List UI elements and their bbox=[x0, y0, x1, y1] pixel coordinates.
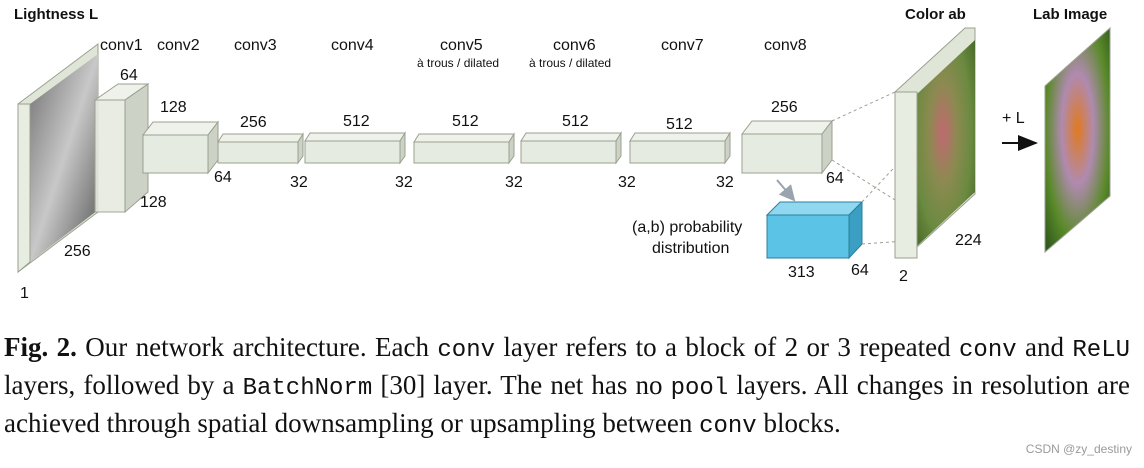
layer-name-conv3: conv3 bbox=[234, 37, 277, 54]
watermark: CSDN @zy_destiny bbox=[1026, 442, 1132, 456]
layer-name-conv7: conv7 bbox=[661, 37, 704, 54]
caption-code-batchnorm: BatchNorm bbox=[243, 375, 373, 402]
size-conv3: 32 bbox=[290, 174, 308, 191]
layer-name-conv2: conv2 bbox=[157, 37, 200, 54]
layer-name-conv4: conv4 bbox=[331, 37, 374, 54]
distribution-label-line1: (a,b) probability bbox=[632, 219, 742, 236]
channels-conv7: 512 bbox=[666, 116, 693, 133]
size-conv7: 32 bbox=[716, 174, 734, 191]
output-size-label: 224 bbox=[955, 232, 982, 249]
input-size-label: 256 bbox=[64, 243, 91, 260]
layer-name-conv6: conv6 bbox=[553, 37, 596, 54]
conv5-block bbox=[414, 134, 514, 163]
conv2-block bbox=[143, 122, 218, 173]
distribution-width-label: 313 bbox=[788, 264, 815, 281]
caption-text-3: and bbox=[1017, 332, 1073, 362]
caption-code-pool: pool bbox=[671, 375, 729, 402]
caption-code-conv-3: conv bbox=[699, 413, 757, 440]
architecture-diagram: Lightness L Color ab Lab Image bbox=[0, 0, 1144, 320]
caption-code-conv-1: conv bbox=[437, 337, 495, 364]
caption-text-1: Our network architecture. Each bbox=[77, 332, 438, 362]
layer-name-conv5: conv5 bbox=[440, 37, 483, 54]
plus-l-label: + L bbox=[1002, 110, 1025, 127]
caption-text-2: layer refers to a block of 2 or 3 repeat… bbox=[495, 332, 959, 362]
size-conv5: 32 bbox=[505, 174, 523, 191]
lab-output-image bbox=[1045, 28, 1110, 252]
channels-conv5: 512 bbox=[452, 113, 479, 130]
layer-name-conv1: conv1 bbox=[100, 37, 143, 54]
layer-sub-conv6: à trous / dilated bbox=[529, 56, 611, 70]
figure-number: Fig. 2. bbox=[4, 332, 77, 362]
layer-name-conv8: conv8 bbox=[764, 37, 807, 54]
lightness-header: Lightness L bbox=[14, 6, 98, 23]
lab-image-header: Lab Image bbox=[1033, 6, 1107, 23]
channels-conv2: 128 bbox=[160, 99, 187, 116]
distribution-label-line2: distribution bbox=[652, 240, 729, 257]
caption-code-conv-2: conv bbox=[959, 337, 1017, 364]
channels-conv6: 512 bbox=[562, 113, 589, 130]
caption-text-4: layers, followed by a bbox=[4, 370, 243, 400]
layer-sub-conv5: à trous / dilated bbox=[417, 56, 499, 70]
distribution-depth-label: 64 bbox=[851, 262, 869, 279]
output-channels-label: 2 bbox=[899, 268, 908, 285]
output-ab-slab bbox=[895, 28, 975, 258]
channels-conv8: 256 bbox=[771, 99, 798, 116]
input-lightness-slab bbox=[18, 44, 98, 272]
color-ab-header: Color ab bbox=[905, 6, 966, 23]
caption-code-relu: ReLU bbox=[1072, 337, 1130, 364]
size-conv6: 32 bbox=[618, 174, 636, 191]
size-conv1: 128 bbox=[140, 194, 167, 211]
caption-text-7: blocks. bbox=[757, 408, 841, 438]
channels-conv1: 64 bbox=[120, 67, 138, 84]
channels-conv4: 512 bbox=[343, 113, 370, 130]
caption-text-5: [30] layer. The net has no bbox=[372, 370, 670, 400]
distribution-block bbox=[767, 202, 862, 258]
size-conv4: 32 bbox=[395, 174, 413, 191]
conv1-block bbox=[95, 84, 148, 212]
size-conv2: 64 bbox=[214, 169, 232, 186]
conv3-block bbox=[218, 134, 303, 163]
size-conv8: 64 bbox=[826, 170, 844, 187]
conv6-block bbox=[521, 133, 621, 163]
channels-conv3: 256 bbox=[240, 114, 267, 131]
conv4-block bbox=[305, 133, 405, 163]
conv8-block bbox=[742, 121, 832, 173]
conv8-to-distribution-arrow bbox=[777, 180, 794, 200]
figure-caption: Fig. 2. Our network architecture. Each c… bbox=[4, 330, 1130, 444]
input-channels-label: 1 bbox=[20, 285, 29, 302]
conv7-block bbox=[630, 133, 730, 163]
